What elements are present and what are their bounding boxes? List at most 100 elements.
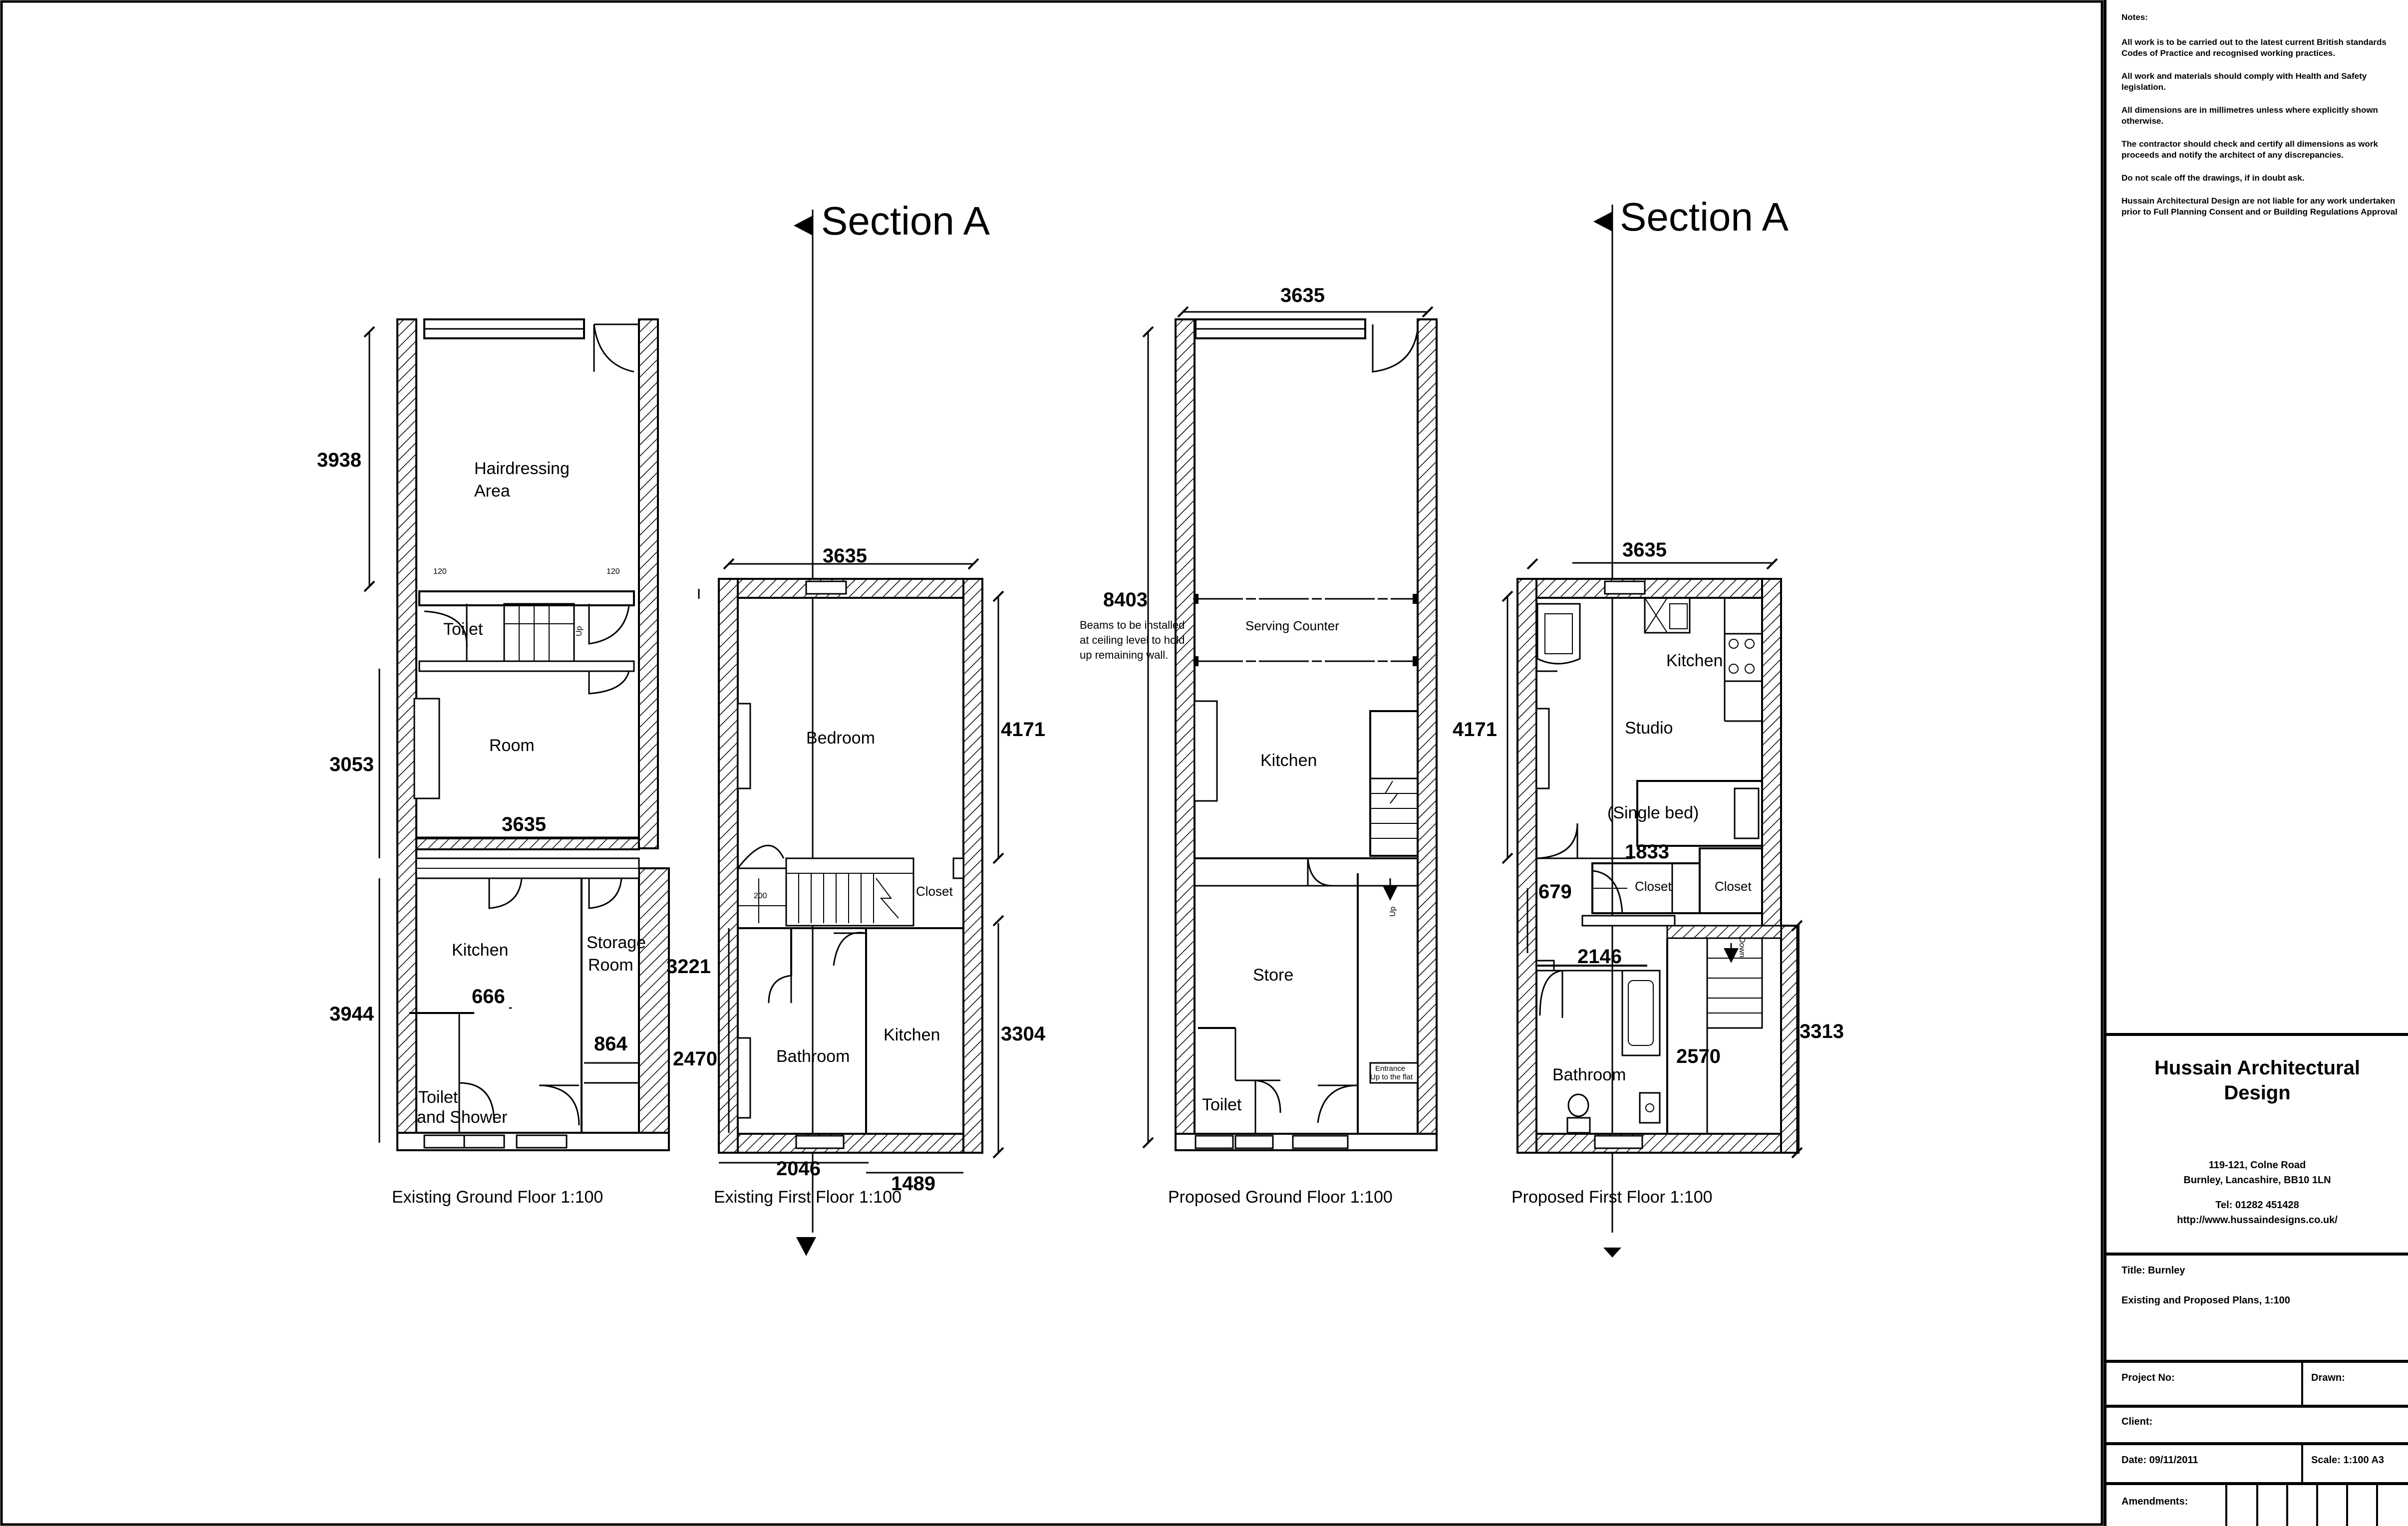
divider	[2107, 1253, 2408, 1256]
room-label: Closet	[1715, 879, 1752, 894]
website: http://www.hussaindesigns.co.uk/	[2177, 1215, 2338, 1226]
room-label: Bathroom	[776, 1047, 850, 1066]
phone: Tel: 01282 451428	[2215, 1200, 2299, 1211]
beams-note: Beams to be installed	[1080, 619, 1185, 631]
section-label: Section A	[821, 199, 990, 243]
dimension: 3221	[666, 956, 711, 978]
section-label: Section A	[1620, 195, 1789, 239]
dimension: 1833	[1625, 841, 1669, 863]
plan-proposed-ground: Beams to be installed at ceiling level t…	[1080, 284, 1438, 1207]
small-label: 200	[754, 892, 767, 900]
drawing-title: Title: Burnley	[2121, 1265, 2185, 1276]
room-label: Bathroom	[1552, 1065, 1626, 1084]
beams-note: at ceiling level to hold	[1080, 634, 1185, 646]
room-label: Closet	[1635, 879, 1672, 894]
address-line: Burnley, Lancashire, BB10 1LN	[2183, 1175, 2331, 1186]
room-label: Room	[588, 956, 633, 975]
project-no-field: Project No:	[2121, 1372, 2175, 1383]
dimension: 3635	[823, 545, 867, 567]
room-label: Kitchen	[1260, 751, 1317, 770]
room-label: (Single bed)	[1607, 803, 1699, 822]
divider	[2346, 1482, 2348, 1526]
firm-name: Hussain Architectural	[2154, 1057, 2360, 1079]
plan-title: Proposed First Floor 1:100	[1511, 1188, 1713, 1207]
room-label: Toilet	[1202, 1095, 1242, 1114]
divider	[2316, 1482, 2318, 1526]
divider	[2225, 1482, 2227, 1526]
beams-note: up remaining wall.	[1080, 649, 1168, 661]
small-label: Up to the flat	[1370, 1073, 1413, 1081]
room-label: Serving Counter	[1245, 618, 1339, 633]
room-label: and Shower	[417, 1108, 507, 1127]
dimension: 2470	[673, 1048, 717, 1070]
client-field: Client:	[2121, 1416, 2153, 1427]
dimension: 2146	[1577, 946, 1622, 968]
plan-existing-ground: Hairdressing Area Toilet Room Kitchen St…	[317, 318, 717, 1207]
room-label: Kitchen	[452, 941, 508, 960]
dimension: 3053	[329, 754, 374, 775]
divider	[2107, 1033, 2408, 1036]
dimension: 2570	[1676, 1045, 1721, 1067]
room-label: Hairdressing	[474, 459, 570, 478]
drawing-sheet: Section A Section A	[0, 0, 2104, 1526]
drawn-field: Drawn:	[2311, 1372, 2345, 1383]
dimension: 4171	[1001, 719, 1045, 741]
dimension: 679	[1538, 881, 1572, 903]
dimension: 4171	[1453, 719, 1497, 741]
room-label: Room	[489, 736, 535, 755]
room-label: Storage	[587, 933, 646, 952]
divider	[2376, 1482, 2378, 1526]
firm-address: 119-121, Colne Road Burnley, Lancashire,…	[2107, 1158, 2408, 1228]
plan-title: Existing Ground Floor 1:100	[392, 1188, 603, 1207]
divider	[2107, 1442, 2408, 1445]
dimension: 2046	[776, 1158, 821, 1180]
section-line-a2: Section A	[1593, 195, 1789, 1258]
dimension: 3635	[502, 813, 546, 835]
plan-title: Proposed Ground Floor 1:100	[1168, 1188, 1393, 1207]
small-label: 120	[606, 567, 620, 576]
dimension: 8403	[1103, 589, 1148, 611]
dimension: 864	[594, 1033, 627, 1055]
room-label: Studio	[1625, 719, 1673, 738]
dimension: 3635	[1280, 284, 1325, 306]
divider	[2286, 1482, 2288, 1526]
firm-logo: Hussain Architectural Design	[2107, 1055, 2408, 1105]
note-item: All dimensions are in millimetres unless…	[2121, 105, 2378, 126]
date-field: Date: 09/11/2011	[2121, 1455, 2198, 1466]
room-label: Area	[474, 482, 510, 501]
dimension: 1489	[891, 1173, 935, 1195]
note-item: Hussain Architectural Design are not lia…	[2121, 196, 2398, 217]
divider	[2301, 1360, 2303, 1405]
small-label: 120	[433, 567, 447, 576]
dimension: 3944	[329, 1003, 374, 1025]
title-panel: Notes: All work is to be carried out to …	[2104, 0, 2408, 1526]
note-item: The contractor should check and certify …	[2121, 139, 2378, 160]
small-label: Up	[1389, 906, 1397, 917]
plan-title: Existing First Floor 1:100	[714, 1188, 902, 1207]
room-label: Store	[1253, 966, 1293, 985]
address-line: 119-121, Colne Road	[2208, 1160, 2306, 1171]
firm-name-2: Design	[2224, 1082, 2291, 1104]
room-label: Kitchen	[884, 1025, 940, 1044]
drawing-subtitle: Existing and Proposed Plans, 1:100	[2121, 1295, 2290, 1306]
amendments-field: Amendments:	[2121, 1496, 2188, 1507]
dimension: 3304	[1001, 1023, 1046, 1045]
divider	[2256, 1482, 2258, 1526]
room-label: Toilet	[443, 620, 483, 639]
note-item: Do not scale off the drawings, if in dou…	[2121, 173, 2305, 183]
plan-existing-first: Bedroom Closet Bathroom Kitchen 200 3635…	[666, 545, 1046, 1207]
notes-heading: Notes:	[2121, 12, 2148, 22]
small-label: Entrance	[1375, 1064, 1405, 1073]
note-item: All work is to be carried out to the lat…	[2121, 37, 2387, 58]
section-line-a1: Section A	[794, 199, 990, 1256]
divider	[2107, 1360, 2408, 1363]
dimension: 3635	[1622, 539, 1667, 561]
note-item: All work and materials should comply wit…	[2121, 71, 2367, 92]
divider	[2107, 1405, 2408, 1408]
room-label: Kitchen	[1666, 651, 1723, 670]
scale-field: Scale: 1:100 A3	[2311, 1455, 2385, 1466]
dimension: 3938	[317, 449, 361, 471]
small-label: Up	[575, 626, 584, 636]
room-label: Closet	[916, 884, 953, 899]
dimension: 666	[472, 986, 505, 1008]
